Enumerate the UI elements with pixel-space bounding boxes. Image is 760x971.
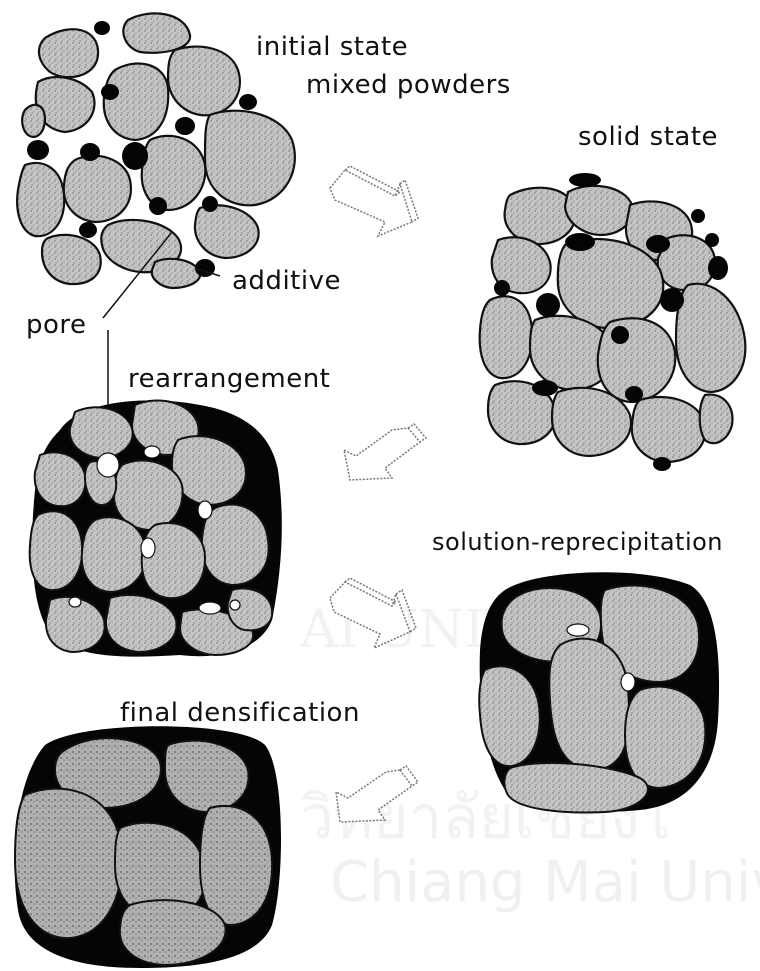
grain [104, 64, 168, 140]
label-initial-state: initial state [256, 34, 408, 60]
grain [35, 452, 86, 506]
stage-solid-cluster [480, 186, 746, 462]
arrow-solid-to-rearrangement [344, 424, 426, 480]
grain [202, 505, 269, 585]
label-solid-state: solid state [578, 124, 718, 150]
label-mixed-powders: mixed powders [306, 72, 511, 98]
grain [17, 163, 64, 236]
label-final-densification: final densification [120, 700, 360, 726]
grain [142, 136, 206, 210]
grain [632, 397, 706, 462]
grain [70, 407, 133, 458]
grain [30, 511, 83, 590]
grain [15, 789, 122, 938]
grain [152, 259, 200, 288]
grain [205, 111, 295, 206]
grain [700, 395, 733, 444]
stage-final-densification [15, 726, 281, 968]
grain [64, 156, 131, 222]
grain [195, 205, 259, 258]
label-solution-reprecipitation: solution-reprecipitation [432, 530, 723, 554]
grain [39, 29, 98, 77]
grain [676, 284, 745, 392]
arrow-rearrangement-to-solution [330, 578, 416, 648]
grain [565, 186, 633, 235]
grain [200, 806, 272, 925]
stage-solution-reprecipitation [479, 572, 719, 812]
grain [549, 639, 629, 770]
grain [168, 47, 240, 116]
label-rearrangement: rearrangement [128, 366, 330, 392]
grain [22, 105, 45, 137]
stage-rearrangement [30, 400, 282, 656]
label-additive: additive [232, 268, 341, 294]
stage-initial-cluster [17, 13, 295, 288]
grain [123, 13, 190, 52]
grain [82, 517, 146, 592]
grain [480, 296, 533, 378]
grain [42, 235, 101, 284]
grain [505, 188, 576, 244]
arrow-solution-to-final [336, 766, 418, 822]
label-pore: pore [26, 312, 87, 338]
grain [142, 523, 205, 598]
arrow-initial-to-solid [330, 166, 418, 236]
